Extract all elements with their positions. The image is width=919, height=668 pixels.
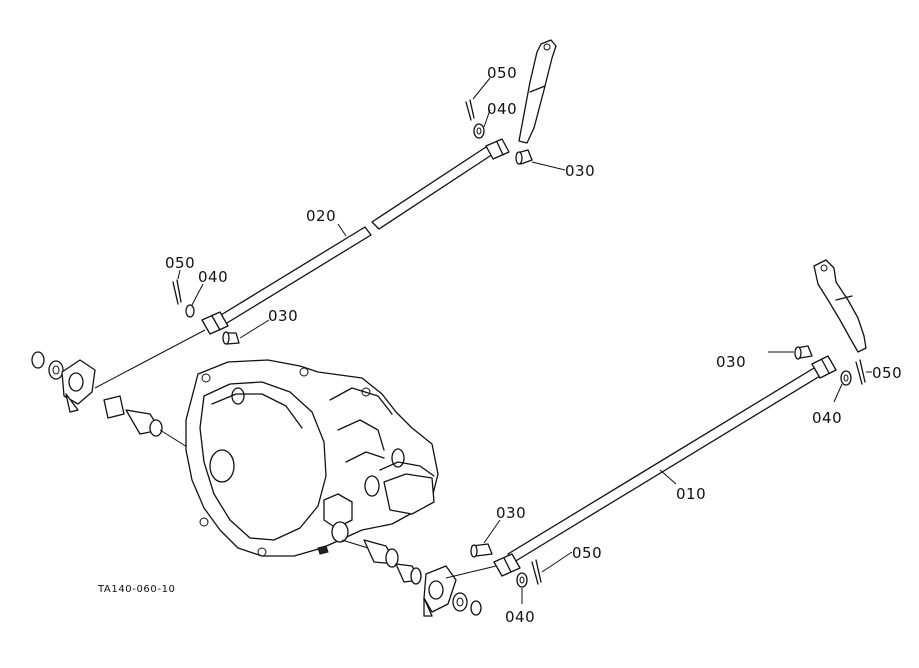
lower-washer-040 (516, 572, 528, 604)
right-washer-040 (833, 370, 852, 403)
label-upper-left-washer: 040 (198, 268, 228, 286)
upper-right-lever (518, 39, 557, 144)
right-bolt-030 (768, 345, 813, 360)
label-upper-right-pin: 050 (487, 64, 517, 82)
label-upper-right-bolt: 030 (565, 162, 595, 180)
left-shift-joint (31, 351, 201, 456)
lower-shift-joint (341, 539, 497, 617)
upper-right-washer-040 (473, 109, 491, 139)
label-upper-left-pin: 050 (165, 254, 195, 272)
right-lever (813, 259, 867, 353)
rod-010 (507, 367, 821, 563)
label-right-bolt: 030 (716, 353, 746, 371)
upper-right-pin-050 (465, 77, 491, 121)
upper-right-bolt-030 (515, 149, 566, 171)
lower-bolt-030 (470, 519, 501, 558)
rod-010-leader (659, 469, 677, 485)
label-lower-pin: 050 (572, 544, 602, 562)
upper-left-pin-050 (172, 269, 182, 305)
label-lower-washer: 040 (505, 608, 535, 626)
label-rod-020: 020 (306, 207, 336, 225)
right-rod-upper-clevis (811, 355, 837, 379)
label-rod-010: 010 (676, 485, 706, 503)
upper-rod-right-clevis (485, 138, 510, 160)
transmission-housing (185, 359, 439, 557)
label-upper-right-washer: 040 (487, 100, 517, 118)
upper-left-bolt-030 (222, 319, 270, 345)
right-pin-050 (855, 359, 872, 385)
rod-020-leader (337, 223, 347, 237)
rod-020 (215, 146, 494, 327)
label-lower-bolt: 030 (496, 504, 526, 522)
right-rod-lower-clevis (493, 553, 521, 577)
upper-rod-left-clevis (201, 311, 229, 335)
lower-pin-050 (531, 551, 573, 585)
label-right-washer: 040 (812, 409, 842, 427)
label-right-pin: 050 (872, 364, 902, 382)
upper-left-washer-040 (185, 283, 204, 318)
figure-code: TA140-060-10 (97, 584, 176, 595)
upper-rod-alignment-line (94, 329, 206, 389)
label-upper-left-bolt: 030 (268, 307, 298, 325)
